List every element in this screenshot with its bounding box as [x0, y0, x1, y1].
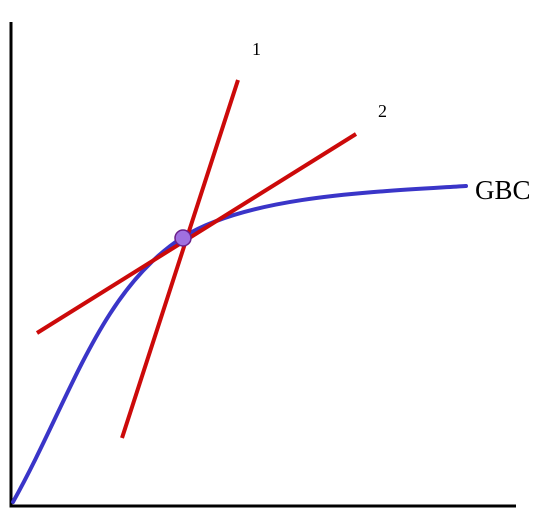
gbc-label: GBC — [475, 175, 531, 205]
line-2-label: 2 — [378, 101, 387, 121]
line-1 — [120, 79, 240, 439]
gbc-curve — [11, 184, 468, 504]
line-2 — [35, 132, 358, 335]
line-1-label: 1 — [252, 39, 261, 59]
tangency-point — [174, 229, 192, 247]
